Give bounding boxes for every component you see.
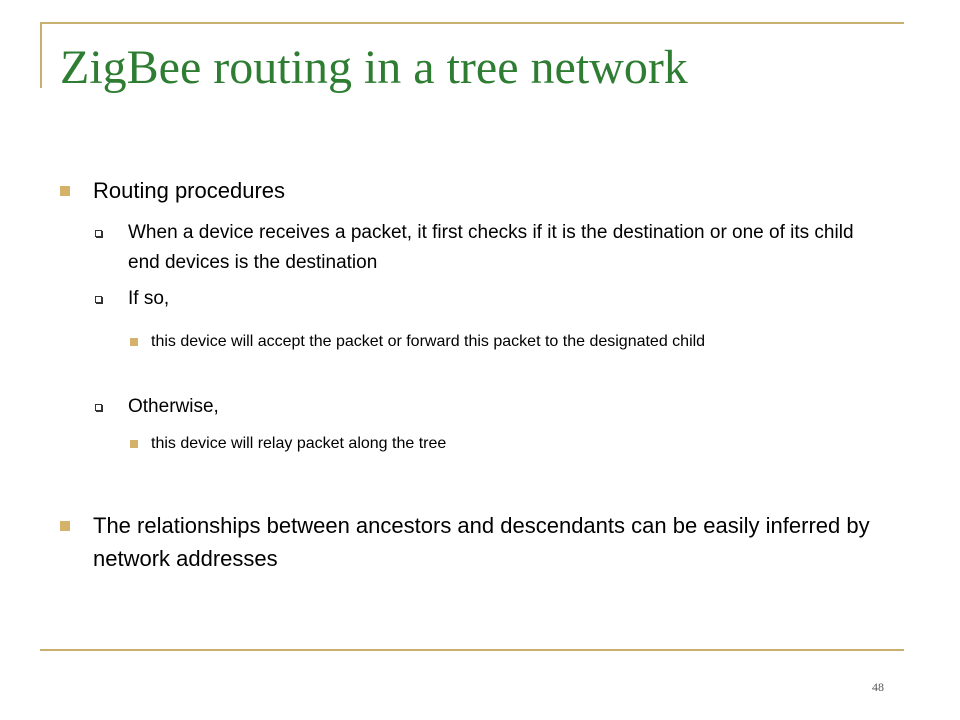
bullet-text: If so, xyxy=(128,288,170,309)
square-bullet-icon xyxy=(130,338,138,346)
bottom-rule xyxy=(40,649,904,651)
bullet-item-accept-or-forward: this device will accept the packet or fo… xyxy=(130,329,850,354)
bullet-text: When a device receives a packet, it firs… xyxy=(128,222,854,273)
hollow-square-bullet-icon xyxy=(95,404,102,411)
bullet-item-otherwise: Otherwise, xyxy=(95,392,855,422)
bullet-text: this device will relay packet along the … xyxy=(151,435,447,452)
square-bullet-icon xyxy=(130,440,138,448)
slide-title: ZigBee routing in a tree network xyxy=(60,41,688,94)
hollow-square-bullet-icon xyxy=(95,230,102,237)
bullet-text: Otherwise, xyxy=(128,396,219,417)
bullet-item-device-checks: When a device receives a packet, it firs… xyxy=(95,218,855,278)
bullet-item-relay-along-tree: this device will relay packet along the … xyxy=(130,431,850,456)
bullet-item-routing-procedures: Routing procedures xyxy=(60,174,910,207)
square-bullet-icon xyxy=(60,186,70,196)
bullet-text: The relationships between ancestors and … xyxy=(93,513,870,571)
left-rule xyxy=(40,22,42,88)
page-number: 48 xyxy=(872,680,884,694)
square-bullet-icon xyxy=(60,521,70,531)
top-rule xyxy=(40,22,904,24)
bullet-text: Routing procedures xyxy=(93,178,286,203)
bullet-item-if-so: If so, xyxy=(95,284,855,314)
bullet-item-relationships: The relationships between ancestors and … xyxy=(60,509,910,575)
bullet-text: this device will accept the packet or fo… xyxy=(151,333,706,350)
hollow-square-bullet-icon xyxy=(95,296,102,303)
